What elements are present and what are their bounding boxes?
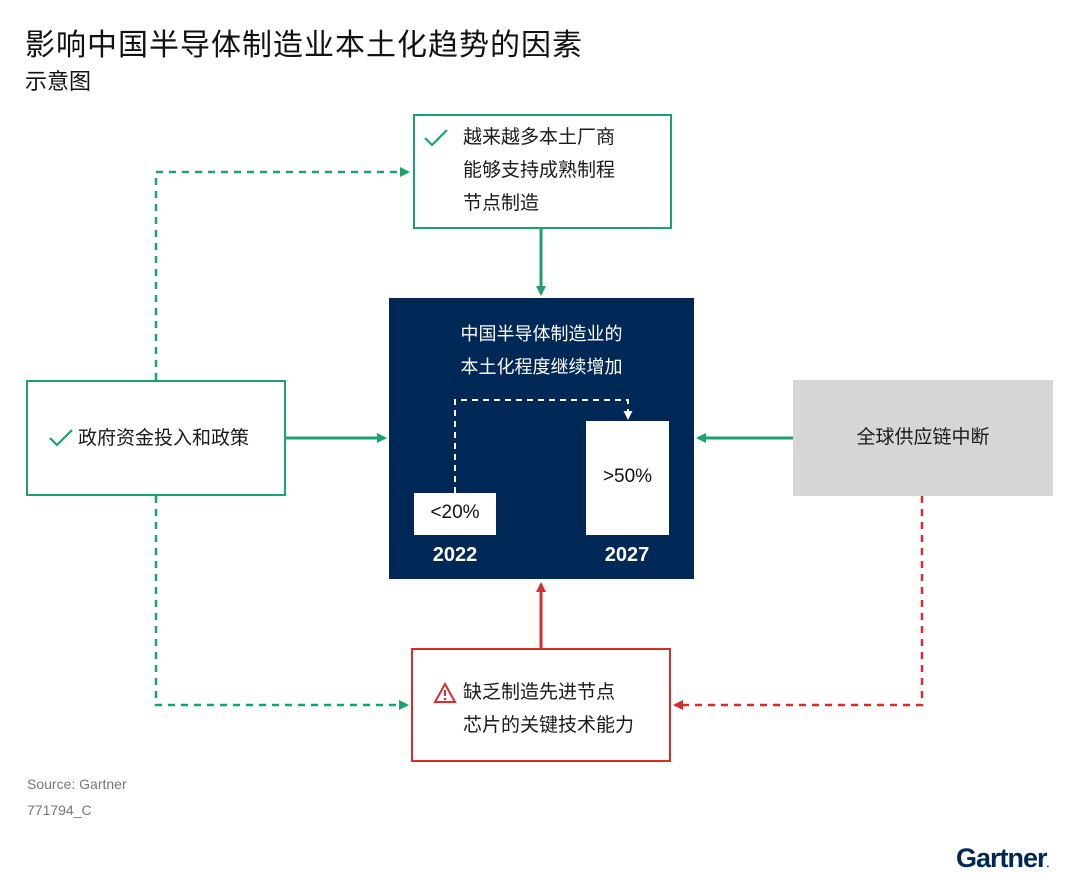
center-title: 中国半导体制造业的 本土化程度继续增加 bbox=[389, 318, 694, 384]
warning-icon bbox=[433, 682, 457, 703]
node-government-policy-label: 政府资金投入和政策 bbox=[78, 427, 250, 449]
node-supply-chain-disruption: 全球供应链中断 bbox=[793, 380, 1053, 496]
check-icon bbox=[424, 129, 448, 147]
dashed-arrow-left-to-top bbox=[154, 167, 410, 380]
check-icon bbox=[49, 429, 73, 447]
text-line: 能够支持成熟制程 bbox=[463, 159, 616, 181]
gartner-logo: Gartner. bbox=[956, 843, 1050, 874]
text-line: 越来越多本土厂商 bbox=[463, 126, 616, 148]
year-2027-label: 2027 bbox=[604, 544, 650, 566]
dashed-arrow-left-to-bottom bbox=[154, 496, 409, 710]
node-supply-chain-disruption-label: 全球供应链中断 bbox=[856, 426, 990, 448]
text-line: 芯片的关键技术能力 bbox=[463, 714, 635, 736]
node-local-vendors: 越来越多本土厂商 能够支持成熟制程 节点制造 bbox=[413, 114, 672, 229]
node-localization-increase: 中国半导体制造业的 本土化程度继续增加 <20% >50% 2022 2027 bbox=[389, 298, 694, 579]
logo-text: Gartner bbox=[956, 843, 1048, 873]
text-line: 中国半导体制造业的 bbox=[460, 324, 623, 345]
page-title: 影响中国半导体制造业本土化趋势的因素 bbox=[25, 28, 583, 63]
dashed-arrow-right-to-bottom bbox=[673, 496, 924, 710]
source-note: Source: Gartner bbox=[27, 776, 127, 792]
node-government-policy: 政府资金投入和政策 bbox=[26, 380, 286, 496]
bar-2027: >50% bbox=[586, 421, 669, 535]
text-line: 节点制造 bbox=[463, 192, 540, 214]
node-local-vendors-text: 越来越多本土厂商 能够支持成熟制程 节点制造 bbox=[463, 121, 615, 220]
dashed-arrow-2022-to-2027 bbox=[454, 399, 633, 493]
bar-2027-label: >50% bbox=[602, 466, 653, 487]
node-advanced-node-gap: 缺乏制造先进节点 芯片的关键技术能力 bbox=[411, 648, 671, 762]
bar-2022-label: <20% bbox=[430, 502, 480, 523]
growth-connector bbox=[454, 399, 633, 493]
figure-id: 771794_C bbox=[27, 802, 92, 818]
text-line: 本土化程度继续增加 bbox=[460, 357, 623, 378]
node-advanced-node-gap-text: 缺乏制造先进节点 芯片的关键技术能力 bbox=[463, 676, 634, 742]
bar-2022: <20% bbox=[414, 493, 496, 535]
text-line: 缺乏制造先进节点 bbox=[463, 681, 616, 703]
year-2022-label: 2022 bbox=[432, 544, 478, 566]
page-subtitle: 示意图 bbox=[25, 70, 92, 95]
logo-mark: . bbox=[1046, 859, 1050, 870]
